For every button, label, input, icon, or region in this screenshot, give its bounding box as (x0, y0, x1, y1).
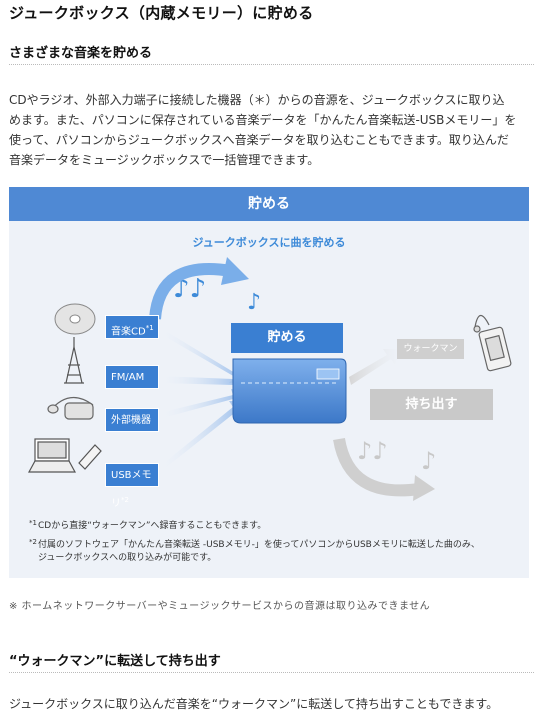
svg-text:♪♪: ♪♪ (357, 437, 388, 465)
source-label-external: 外部機器 (105, 408, 159, 432)
source-label-radio: FM/AM (105, 365, 159, 389)
section2-paragraph: ジュークボックスに取り込んだ音楽を“ウォークマン”に転送して持ち出すこともできま… (9, 697, 499, 711)
paragraph-line: めます。また、パソコンに保存されている音楽データを「かんたん音楽転送-USBメモ… (9, 113, 517, 127)
cd-icon (54, 303, 96, 335)
heading-divider (9, 672, 534, 673)
input-arrows (159, 327, 247, 473)
heading-divider (9, 64, 534, 65)
walkman-label: ウォークマン (397, 339, 464, 359)
radio-tower-icon (64, 337, 84, 384)
diagram-illustration: ♪♪ ♪ (27, 257, 512, 501)
external-device-icon (47, 396, 94, 420)
page-title: ジュークボックス（内蔵メモリー）に貯める (9, 4, 314, 22)
diagram-header: 貯める (9, 187, 529, 221)
svg-text:♪: ♪ (421, 447, 436, 475)
store-label: 貯める (231, 323, 343, 353)
curved-arrow-icon (149, 257, 249, 320)
paragraph-line: CDやラジオ、外部入力端子に接続した機器（＊）からの音源を、ジュークボックスに取… (9, 93, 505, 107)
paragraph-line: 音楽データをミュージックボックスで一括管理できます。 (9, 153, 320, 167)
output-arrow (349, 349, 401, 385)
jukebox-diagram: ♪♪ ♪ (9, 187, 529, 578)
walkman-icon (473, 314, 512, 372)
section1-paragraph: CDやラジオ、外部入力端子に接続した機器（＊）からの音源を、ジュークボックスに取… (9, 90, 533, 170)
section-heading-carry: “ウォークマン”に転送して持ち出す (9, 654, 221, 669)
svg-text:♪: ♪ (247, 290, 261, 315)
laptop-usb-icon (27, 438, 102, 473)
music-note-gray-icon: ♪♪ ♪ (357, 437, 436, 475)
paragraph-line: 使って、パソコンからジュークボックスへ音楽データを取り込むこともできます。取り込… (9, 133, 509, 147)
curved-arrow-gray-icon (333, 437, 435, 501)
section-heading-store: さまざまな音楽を貯める (9, 46, 153, 61)
source-label-usb: USBメモリ*2 (105, 463, 159, 509)
source-label-cd: 音楽CD*1 (105, 315, 159, 339)
footnote-1: *1 CDから直接“ウォークマン”へ録音することもできます。 (29, 519, 267, 531)
jukebox-device (232, 358, 347, 424)
source-note: ※ ホームネットワークサーバーやミュージックサービスからの音源は取り込みできませ… (9, 601, 431, 612)
footnote-2: *2 付属のソフトウェア「かんたん音楽転送 -USBメモリ-」を使ってパソコンか… (29, 538, 480, 563)
carry-out-label: 持ち出す (370, 389, 493, 420)
diagram-subtitle: ジュークボックスに曲を貯める (192, 236, 346, 249)
music-note-icon: ♪♪ ♪ (173, 274, 261, 315)
